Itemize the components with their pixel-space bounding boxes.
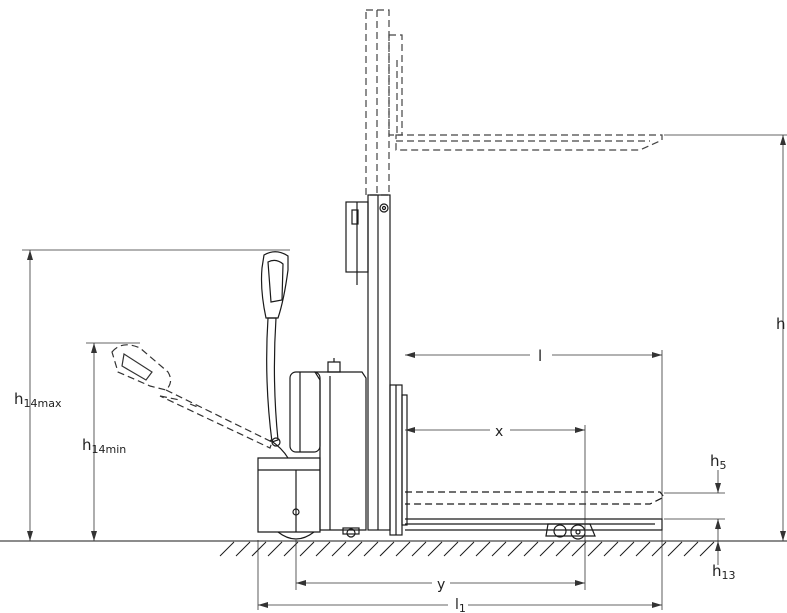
ground-hatch-line [523,541,539,557]
ground-hatch-line [219,541,235,557]
label-h14min: h14min [82,436,126,456]
label-h14max: h14max [14,390,62,410]
ground-hatch-line [571,541,587,557]
label-h14min-base: h [82,436,92,454]
label-h5-base: h [710,452,720,470]
label-h13: h13 [712,562,736,582]
label-y: y [437,577,445,593]
ground-hatch-line [459,541,475,557]
ground-hatch-line [699,541,715,557]
ground-hatch-line [299,541,315,557]
tiller-handle-lowered [111,344,273,449]
label-h14min-sub: 14min [92,443,127,456]
ground-hatch-line [267,541,283,557]
ground-hatch-line [507,541,523,557]
label-h13-base: h [712,562,722,580]
ground-hatch-line [475,541,491,557]
label-h14max-sub: 14max [24,397,62,410]
ground-hatch-line [635,541,651,557]
ground-hatch-line [251,541,267,557]
arrowheads [27,135,786,608]
ground-hatch-line [555,541,571,557]
label-l1-base: l [455,597,459,613]
ground-hatch-line [379,541,395,557]
tiller-handle-upright [260,251,289,459]
ground-hatch-line [363,541,379,557]
label-h13-sub: 13 [722,569,736,582]
ground-hatch-line [667,541,683,557]
ground-hatch-line [235,541,251,557]
ground-hatch-line [427,541,443,557]
ground-hatch-line [395,541,411,557]
ground-hatch-line [587,541,603,557]
ground-hatch-line [619,541,635,557]
chassis [257,358,367,540]
label-l1-sub: 1 [459,602,466,613]
ground-hatch-line [603,541,619,557]
ground-hatch-line [651,541,667,557]
label-h5: h5 [710,452,727,472]
ground [0,540,787,557]
label-h5-sub: 5 [720,459,727,472]
dimension-lines [22,134,787,610]
raised-mast-outline [365,9,663,196]
ground-hatch-line [539,541,555,557]
ground-hatch-line [491,541,507,557]
label-h: h [776,315,786,333]
ground-hatch-line [347,541,363,557]
label-l1: l1 [455,597,466,613]
label-x: x [495,424,503,440]
ground-hatch-line [315,541,331,557]
label-l: l [538,347,542,365]
ground-hatch-line [683,541,699,557]
forks [405,491,665,540]
mast [345,194,408,536]
ground-hatch-line [331,541,347,557]
label-h14max-base: h [14,390,24,408]
ground-hatch-line [443,541,459,557]
ground-hatch-line [411,541,427,557]
